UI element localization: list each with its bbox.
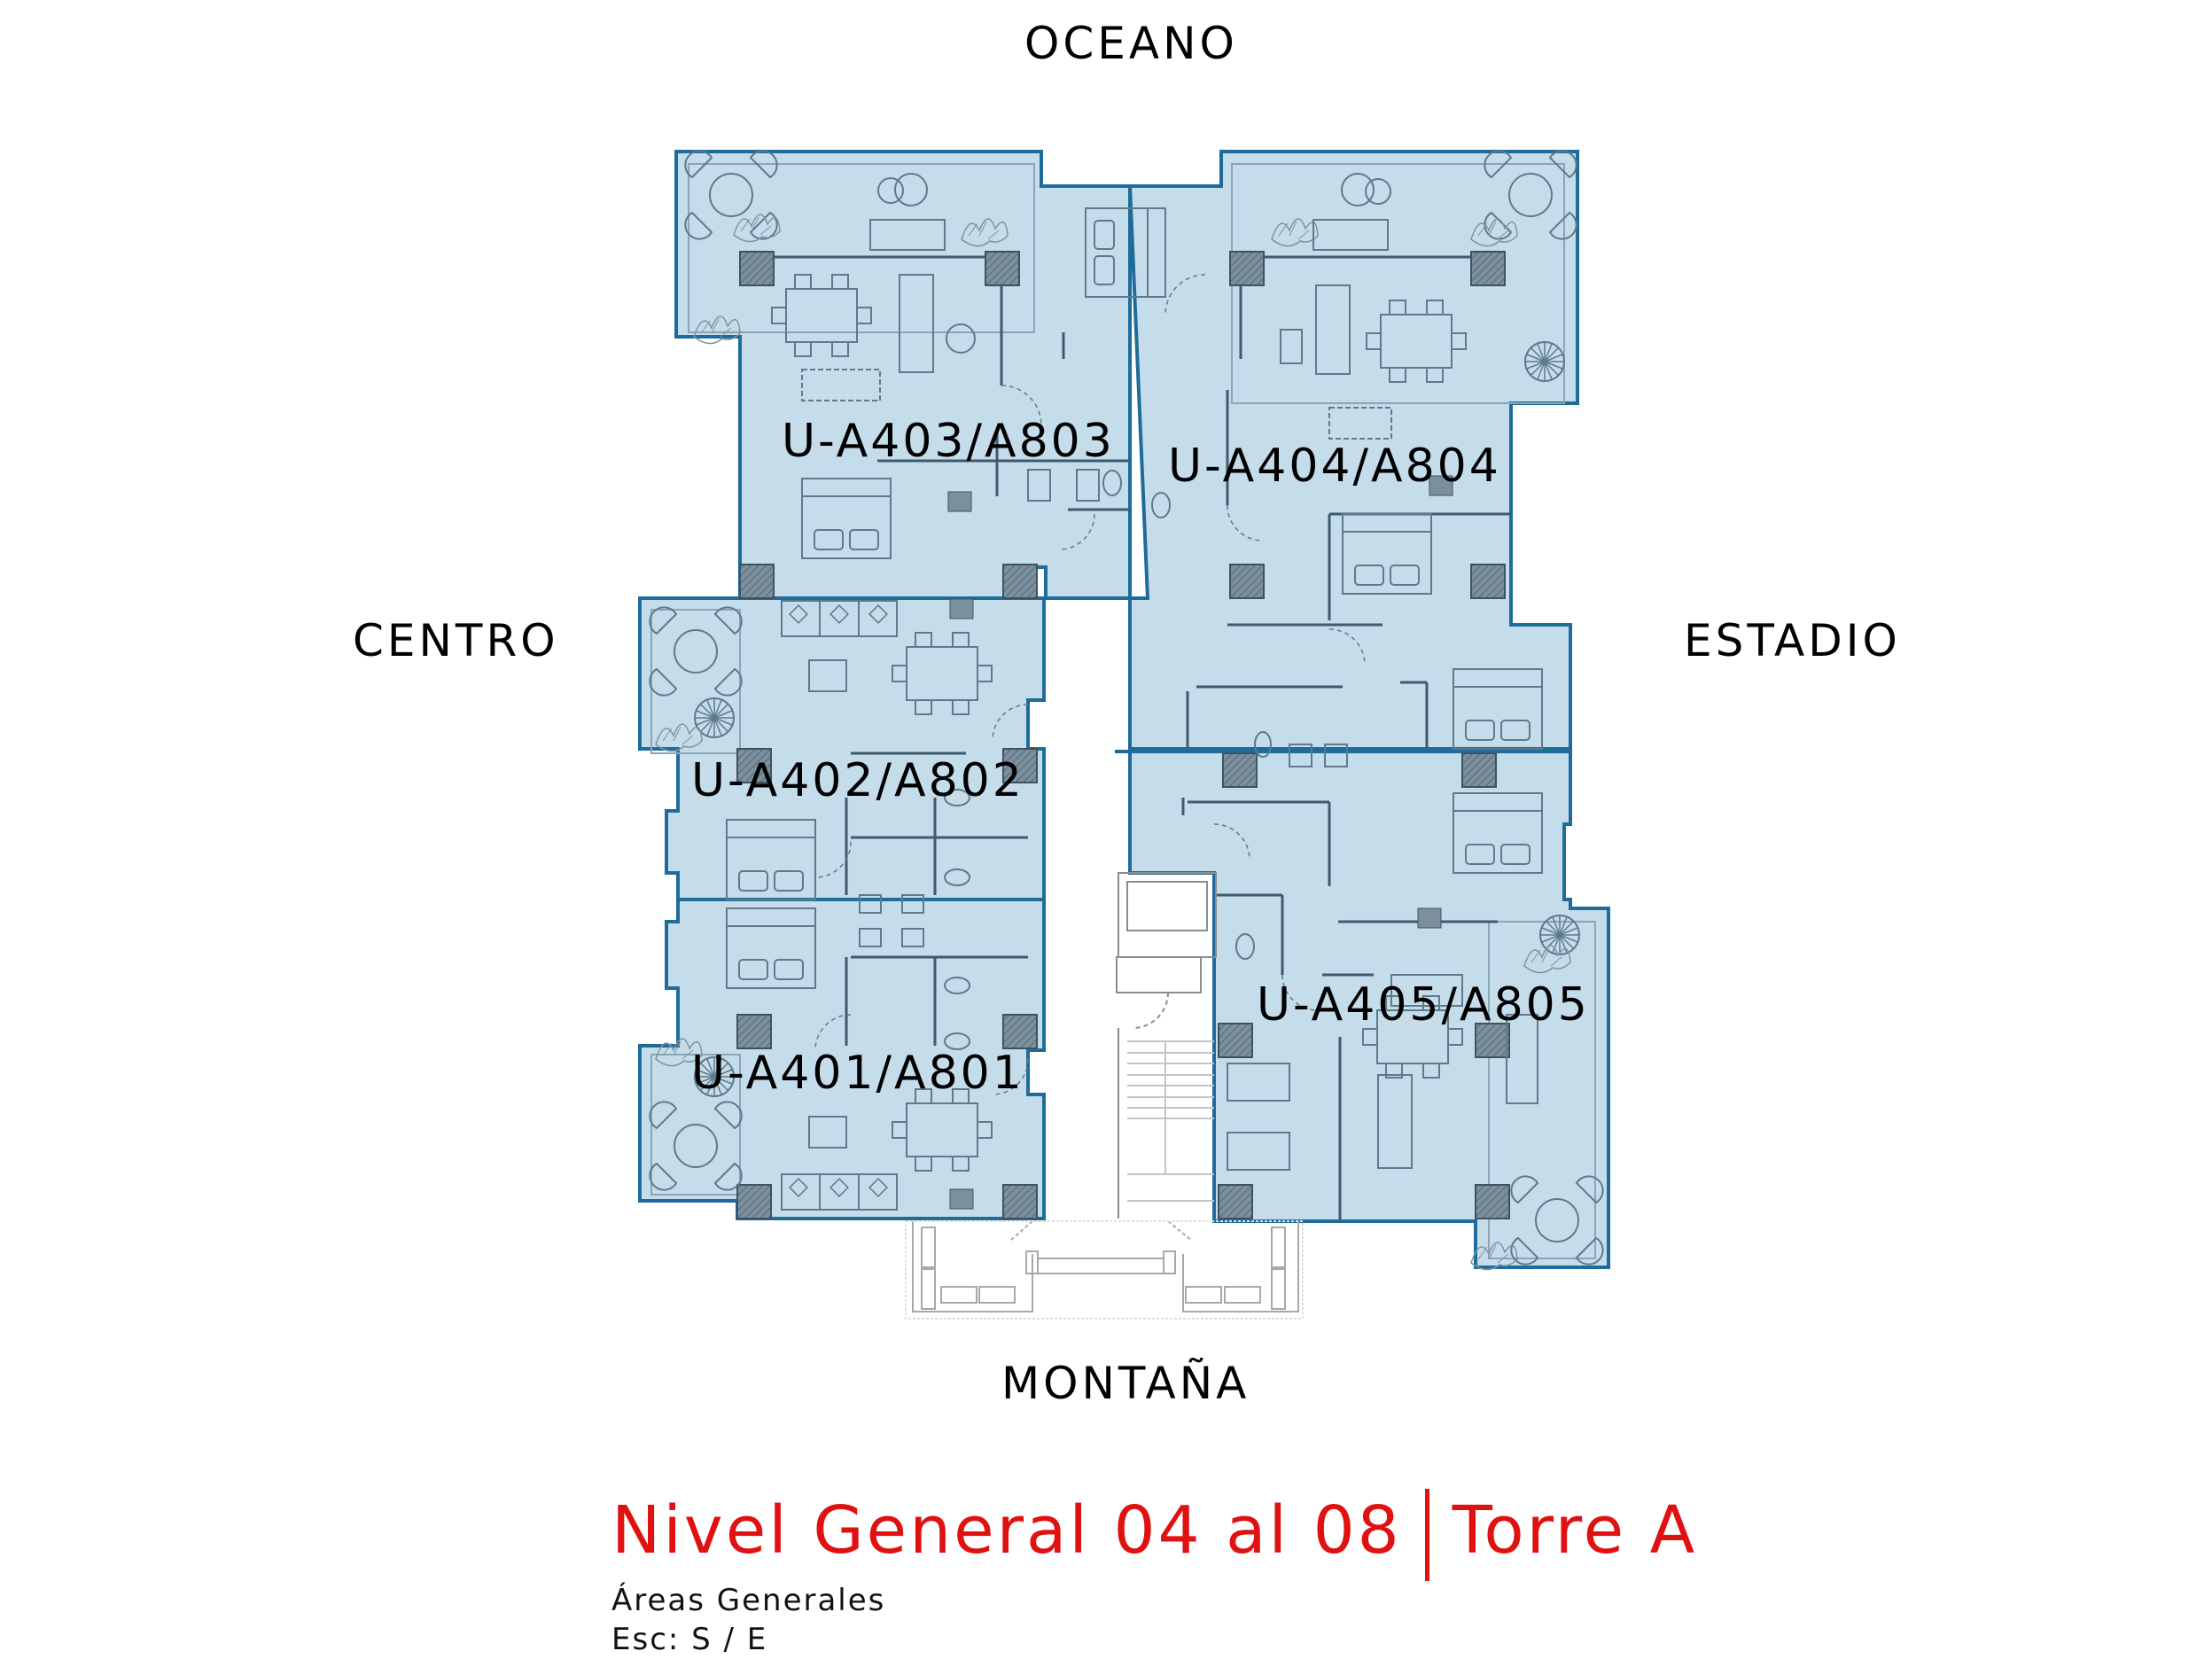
sheet-title: Nivel General 04 al 08 Torre A	[611, 1489, 1697, 1581]
orientation-east-label: ESTADIO	[1684, 615, 1901, 666]
title-tower: Torre A	[1452, 1492, 1698, 1569]
structural-columns	[736, 251, 1510, 1219]
unit-u-a402	[638, 596, 1046, 901]
unit-label-a402[interactable]: U-A402/A802	[691, 754, 1024, 807]
unit-label-a401[interactable]: U-A401/A801	[691, 1047, 1024, 1100]
title-level: Nivel General 04 al 08	[611, 1492, 1402, 1569]
unit-label-a403[interactable]: U-A403/A803	[782, 415, 1115, 468]
furniture	[649, 150, 1604, 1271]
circulation-core	[1116, 872, 1217, 1219]
terrace-edges	[650, 163, 1596, 1259]
unit-label-a405[interactable]: U-A405/A805	[1257, 978, 1590, 1032]
sheet-subtitle: Áreas Generales	[611, 1583, 886, 1618]
entrance-lobby	[905, 1220, 1304, 1320]
unit-label-a404[interactable]: U-A404/A804	[1168, 440, 1501, 493]
sheet-scale: Esc: S / E	[611, 1622, 768, 1657]
title-separator	[1424, 1489, 1429, 1581]
orientation-south-label: MONTAÑA	[1001, 1358, 1250, 1409]
orientation-west-label: CENTRO	[353, 615, 559, 666]
orientation-north-label: OCEANO	[1024, 18, 1238, 69]
title-block: Nivel General 04 al 08 Torre A Áreas Gene…	[611, 1489, 1697, 1659]
